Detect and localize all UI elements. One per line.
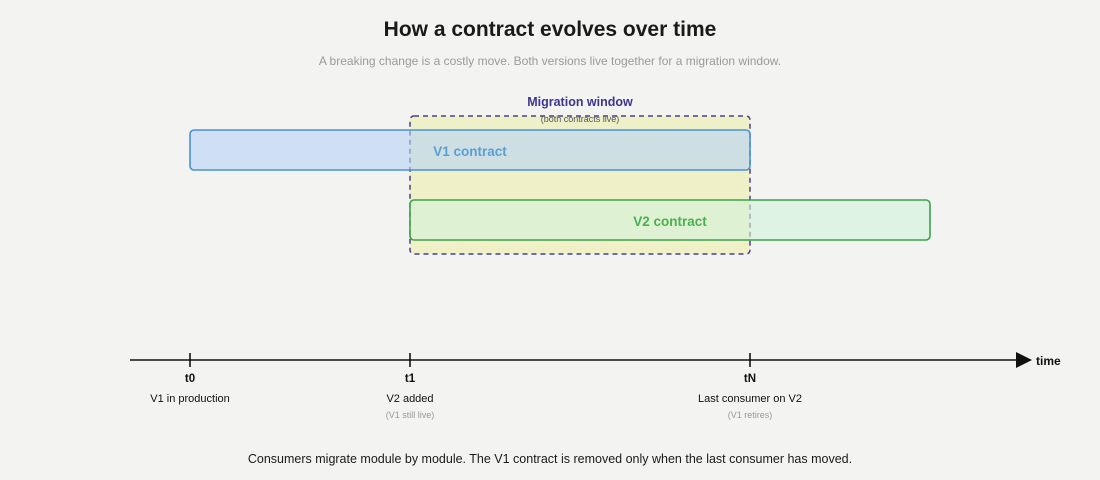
- v1-contract-label: V1 contract: [433, 144, 507, 159]
- tick-label-t0: t0: [185, 373, 195, 385]
- migration-window-sublabel: (both contracts live): [541, 114, 620, 124]
- tick-desc-tN: Last consumer on V2: [698, 393, 802, 405]
- page-subtitle: A breaking change is a costly move. Both…: [318, 54, 782, 68]
- tick-label-tN: tN: [744, 373, 756, 385]
- v1-contract-bar: [189, 129, 751, 171]
- migration-window-label: Migration window: [527, 95, 633, 109]
- tick-note-tN: (V1 retires): [728, 410, 773, 420]
- time-axis-arrowhead: [1016, 352, 1032, 368]
- v2-contract-label: V2 contract: [633, 214, 707, 229]
- page-title: How a contract evolves over time: [383, 18, 717, 41]
- tick-desc-t1: V2 added: [386, 393, 433, 405]
- footer-note: Consumers migrate module by module. The …: [247, 452, 853, 466]
- time-axis-label: time: [1036, 354, 1061, 368]
- tick-label-t1: t1: [405, 373, 416, 385]
- tick-note-t1: (V1 still live): [386, 410, 435, 420]
- v2-contract-bar: [409, 199, 931, 241]
- tick-desc-t0: V1 in production: [150, 393, 230, 405]
